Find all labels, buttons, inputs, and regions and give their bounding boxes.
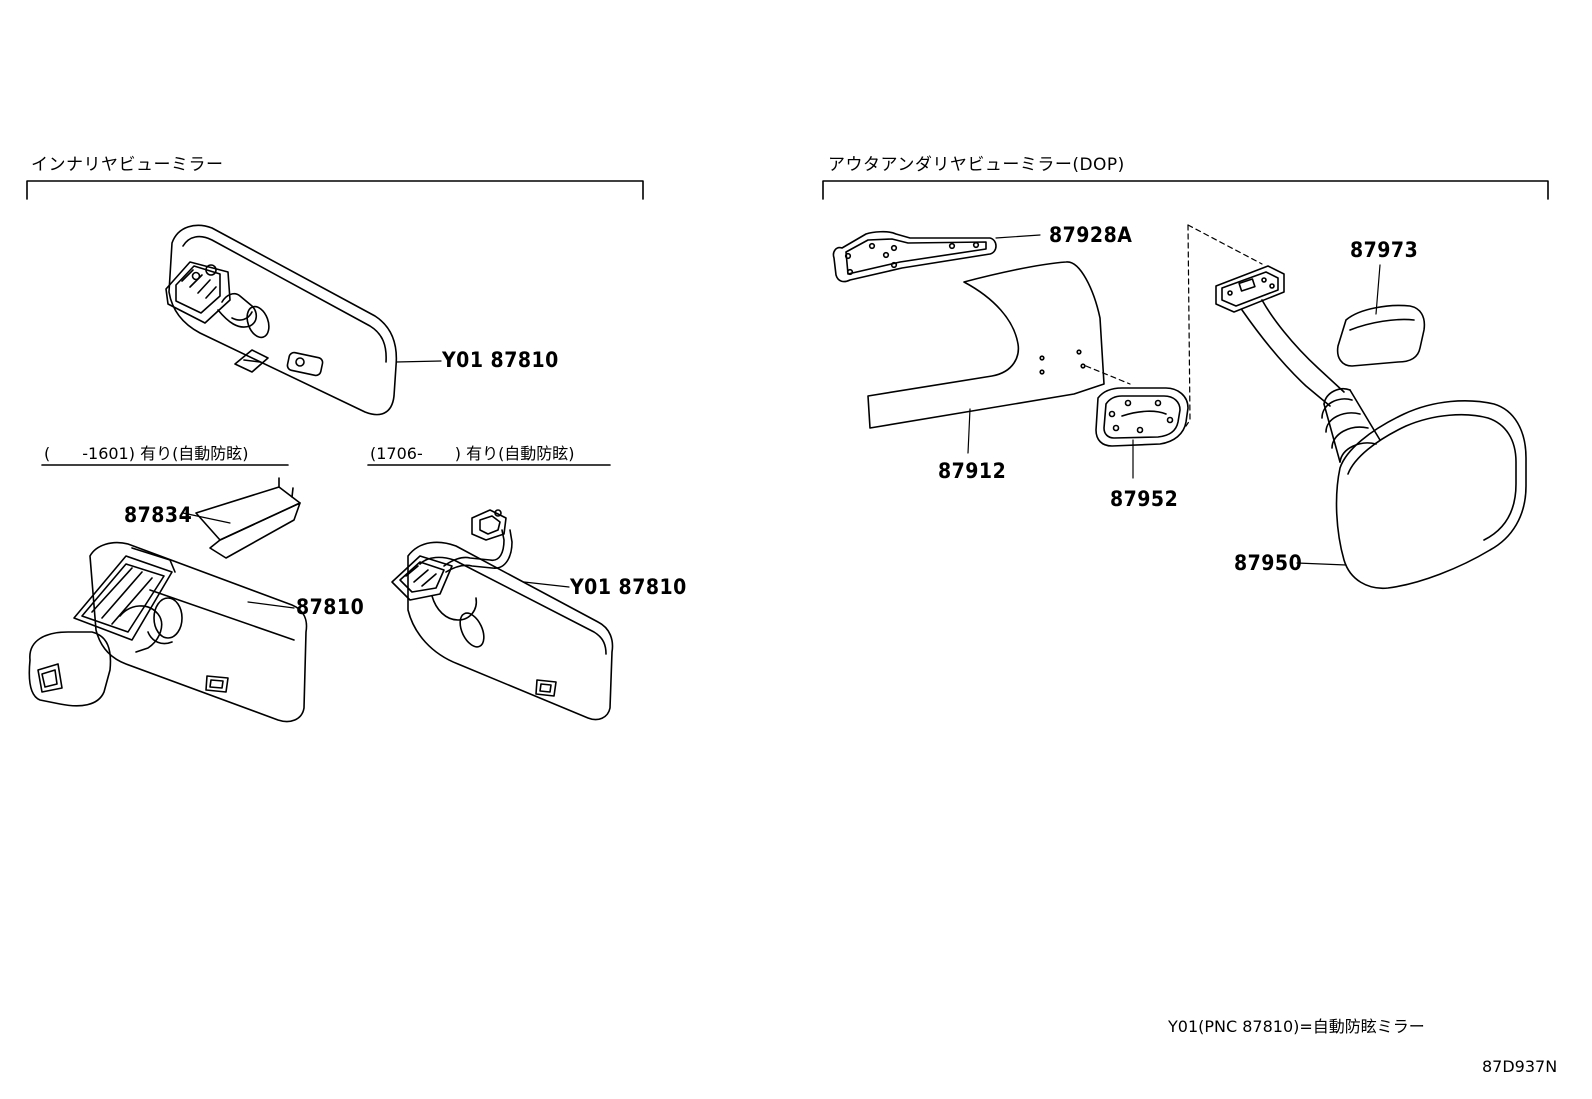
early-cover-leader <box>182 512 231 524</box>
footnote: Y01(PNC 87810)=自動防眩ミラー <box>1168 1017 1425 1036</box>
part-number-early-mirror: 87810 <box>296 595 365 619</box>
protective-plate <box>867 261 1105 429</box>
early-variant-label: ( -1601) 有り(自動防眩) <box>44 444 249 463</box>
outer-mirror-leader <box>1296 562 1347 566</box>
mirror-gasket <box>1095 387 1189 447</box>
inner-section-title: インナリヤビューミラー <box>31 155 224 175</box>
mounting-bracket <box>832 230 997 283</box>
part-number-inner-main: Y01 87810 <box>442 348 559 372</box>
late-rear-view-mirror <box>391 509 614 721</box>
illustration-code: 87D937N <box>1482 1057 1558 1076</box>
part-number-early-cover: 87834 <box>124 503 193 527</box>
part-number-cap: 87973 <box>1350 238 1419 262</box>
inner-rear-view-mirror <box>165 224 398 416</box>
part-number-plate: 87912 <box>938 459 1007 483</box>
late-mirror-leader <box>523 581 570 588</box>
inner-main-leader <box>395 360 442 363</box>
early-rear-view-mirror <box>28 541 308 723</box>
outer-mirror-assembly <box>1215 265 1527 589</box>
cap-leader <box>1375 264 1381 315</box>
part-number-late-mirror: Y01 87810 <box>570 575 687 599</box>
mirror-cover <box>195 477 301 559</box>
part-number-gasket: 87952 <box>1110 487 1179 511</box>
part-number-outer-mirror: 87950 <box>1234 551 1303 575</box>
bracket-leader <box>995 234 1041 239</box>
plate-leader <box>967 408 971 454</box>
early-mirror-leader <box>247 601 295 609</box>
inner-section-bracket <box>26 180 644 200</box>
outer-section-title: アウタアンダリヤビューミラー(DOP) <box>828 155 1125 175</box>
late-variant-label: (1706- ) 有り(自動防眩) <box>370 444 575 463</box>
mirror-cap <box>1336 304 1426 367</box>
part-number-bracket: 87928A <box>1049 223 1133 247</box>
outer-section-bracket <box>822 180 1549 200</box>
